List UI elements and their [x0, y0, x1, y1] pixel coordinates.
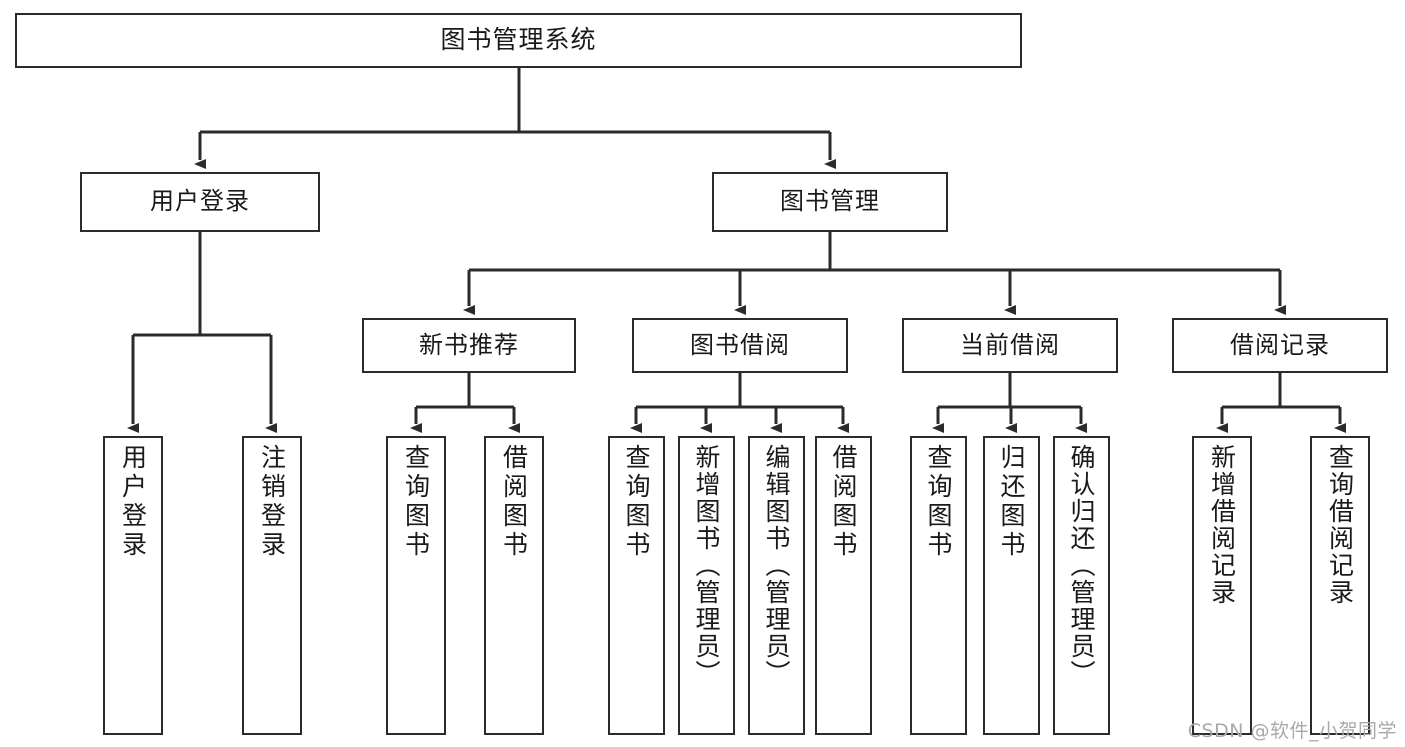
csdn-watermark: CSDN @软件_小贺同学 [1187, 720, 1397, 742]
node-label: 图书管理 [780, 187, 880, 216]
node-leaf-edit-book-admin[interactable]: 编辑图书（管理员） [748, 436, 805, 735]
node-label: 查询图书 [622, 444, 651, 560]
node-borrow-record[interactable]: 借阅记录 [1172, 318, 1388, 373]
node-label: 用户登录 [118, 444, 148, 560]
node-label: 新增图书（管理员） [692, 444, 721, 687]
node-new-book-recommend[interactable]: 新书推荐 [362, 318, 576, 373]
node-leaf-borrow-book[interactable]: 借阅图书 [815, 436, 872, 735]
node-label: 注销登录 [257, 444, 287, 560]
node-leaf-return-book[interactable]: 归还图书 [983, 436, 1040, 735]
node-book-borrow[interactable]: 图书借阅 [632, 318, 848, 373]
node-current-borrow[interactable]: 当前借阅 [902, 318, 1118, 373]
node-label: 新书推荐 [419, 330, 519, 359]
node-label: 新增借阅记录 [1207, 444, 1237, 606]
node-label: 查询借阅记录 [1325, 444, 1355, 606]
node-leaf-borrow-book-rec[interactable]: 借阅图书 [484, 436, 544, 735]
node-label: 借阅图书 [499, 444, 529, 560]
node-label: 确认归还（管理员） [1067, 444, 1096, 687]
node-user-login[interactable]: 用户登录 [80, 172, 320, 232]
node-label: 当前借阅 [960, 330, 1060, 359]
node-leaf-query-book-borrow[interactable]: 查询图书 [608, 436, 665, 735]
node-label: 图书借阅 [690, 330, 790, 359]
node-leaf-query-borrow-record[interactable]: 查询借阅记录 [1310, 436, 1370, 735]
node-label: 归还图书 [997, 444, 1026, 560]
node-leaf-user-login[interactable]: 用户登录 [103, 436, 163, 735]
node-leaf-query-book-rec[interactable]: 查询图书 [386, 436, 446, 735]
node-root-system[interactable]: 图书管理系统 [15, 13, 1022, 68]
node-book-management[interactable]: 图书管理 [712, 172, 948, 232]
node-leaf-add-borrow-record[interactable]: 新增借阅记录 [1192, 436, 1252, 735]
node-label: 借阅图书 [829, 444, 858, 560]
node-label: 查询图书 [924, 444, 953, 560]
node-label: 查询图书 [401, 444, 431, 560]
node-leaf-add-book-admin[interactable]: 新增图书（管理员） [678, 436, 735, 735]
node-label: 用户登录 [150, 187, 250, 216]
node-leaf-query-book-current[interactable]: 查询图书 [910, 436, 967, 735]
node-label: 编辑图书（管理员） [762, 444, 791, 687]
node-label: 借阅记录 [1230, 330, 1330, 359]
node-label: 图书管理系统 [440, 25, 597, 55]
node-leaf-confirm-return-admin[interactable]: 确认归还（管理员） [1053, 436, 1110, 735]
node-leaf-logout-login[interactable]: 注销登录 [242, 436, 302, 735]
